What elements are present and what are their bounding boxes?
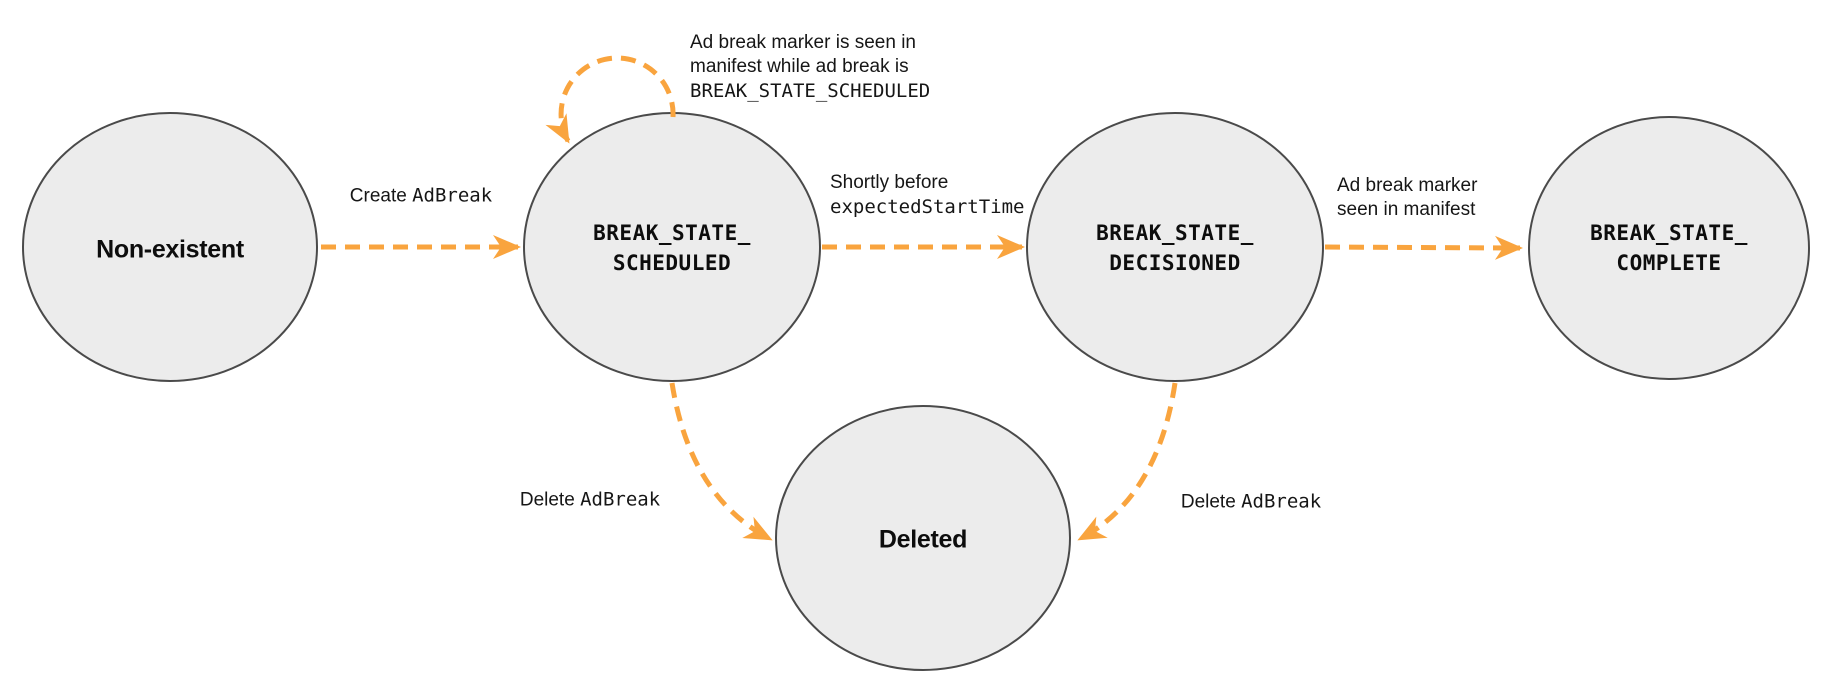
transition-label-create-adbreak: Create AdBreak <box>350 184 492 209</box>
transition-arrow-delete-from-scheduled <box>669 382 773 542</box>
state-node-break-state-complete <box>1528 116 1810 380</box>
label-line: manifest while ad break is <box>690 56 909 77</box>
label-code: BREAK_STATE_SCHEDULED <box>690 80 931 102</box>
transition-arrow-marker-seen <box>1324 235 1523 260</box>
state-node-non-existent <box>22 112 318 382</box>
label-line: Shortly before <box>830 172 949 193</box>
transition-label-shortly-before: Shortly before expectedStartTime <box>830 171 1024 219</box>
state-label-break-state-scheduled: BREAK_STATE_ SCHEDULED <box>593 221 751 275</box>
label-text: Create <box>349 185 407 207</box>
transition-arrow-self-loop-scheduled <box>545 55 676 144</box>
label-code: AdBreak <box>1241 490 1322 513</box>
label-line: Ad break marker <box>1337 175 1478 196</box>
label-code: AdBreak <box>412 184 493 207</box>
state-label-non-existent: Non-existent <box>96 235 244 264</box>
state-label-break-state-decisioned: BREAK_STATE_ DECISIONED <box>1096 221 1254 275</box>
state-node-break-state-decisioned <box>1026 112 1324 382</box>
transition-arrow-delete-from-decisioned <box>1077 382 1178 542</box>
label-code: expectedStartTime <box>830 196 1025 218</box>
transition-label-self-loop-scheduled: Ad break marker is seen in manifest whil… <box>690 31 930 103</box>
label-line: Ad break marker is seen in <box>690 32 916 53</box>
state-label-deleted: Deleted <box>878 525 968 554</box>
transition-label-marker-seen: Ad break marker seen in manifest <box>1337 174 1477 222</box>
label-line: seen in manifest <box>1337 199 1476 220</box>
label-text: Delete <box>1180 491 1236 513</box>
label-text: Delete <box>519 489 575 511</box>
transition-label-delete-from-scheduled: Delete AdBreak <box>520 488 660 513</box>
state-node-deleted <box>775 405 1071 671</box>
label-code: AdBreak <box>580 488 661 511</box>
state-label-break-state-complete: BREAK_STATE_ COMPLETE <box>1590 221 1748 275</box>
transition-label-delete-from-decisioned: Delete AdBreak <box>1181 490 1321 515</box>
